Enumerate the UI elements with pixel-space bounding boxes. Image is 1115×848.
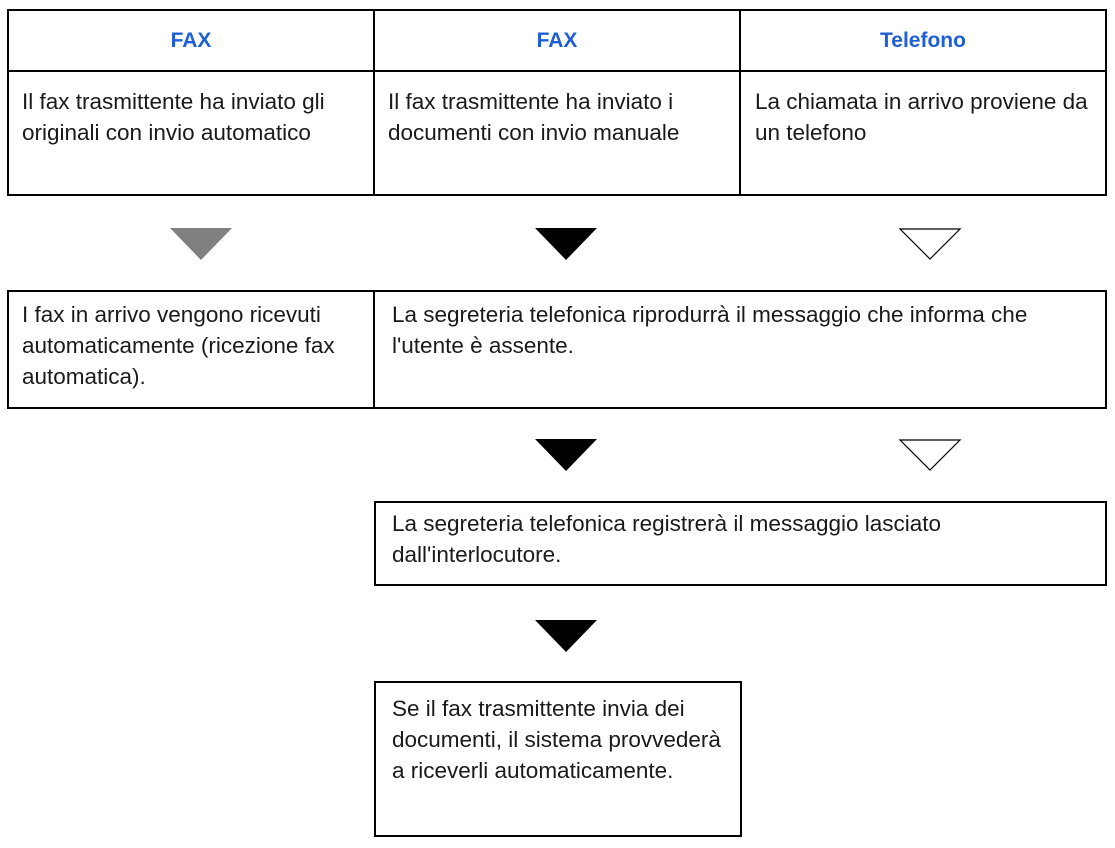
- arrow-black-down-icon: [535, 228, 597, 260]
- message-record-box: [374, 501, 1107, 586]
- source-table: [7, 9, 1107, 196]
- message-play-text: La segreteria telefonica riprodurrà il m…: [392, 302, 1028, 358]
- source-fax-auto-text: Il fax trasmittente ha inviato gli origi…: [22, 89, 325, 145]
- arrow-outline-down-icon: [898, 439, 962, 471]
- result-divider: [373, 290, 375, 409]
- arrow-black-down-icon: [535, 620, 597, 652]
- result-row: [7, 290, 1107, 409]
- header-fax-manual: FAX: [536, 28, 578, 52]
- header-divider: [7, 70, 1107, 72]
- auto-receive-text: I fax in arrivo vengono ricevuti automat…: [22, 302, 335, 389]
- source-fax-manual-text: Il fax trasmittente ha inviato i documen…: [388, 89, 680, 145]
- header-telefono: Telefono: [880, 28, 966, 52]
- message-record-text: La segreteria telefonica registrerà il m…: [392, 511, 942, 567]
- arrow-outline-down-icon: [898, 228, 962, 260]
- auto-receive-final-box: [374, 681, 742, 837]
- table-divider-2: [739, 9, 741, 196]
- header-fax-auto: FAX: [170, 28, 212, 52]
- source-telefono-text: La chiamata in arrivo proviene da un tel…: [755, 89, 1088, 145]
- auto-receive-final-text: Se il fax trasmittente invia dei documen…: [392, 696, 721, 783]
- arrow-gray-down-icon: [170, 228, 232, 260]
- table-divider-1: [373, 9, 375, 196]
- arrow-black-down-icon: [535, 439, 597, 471]
